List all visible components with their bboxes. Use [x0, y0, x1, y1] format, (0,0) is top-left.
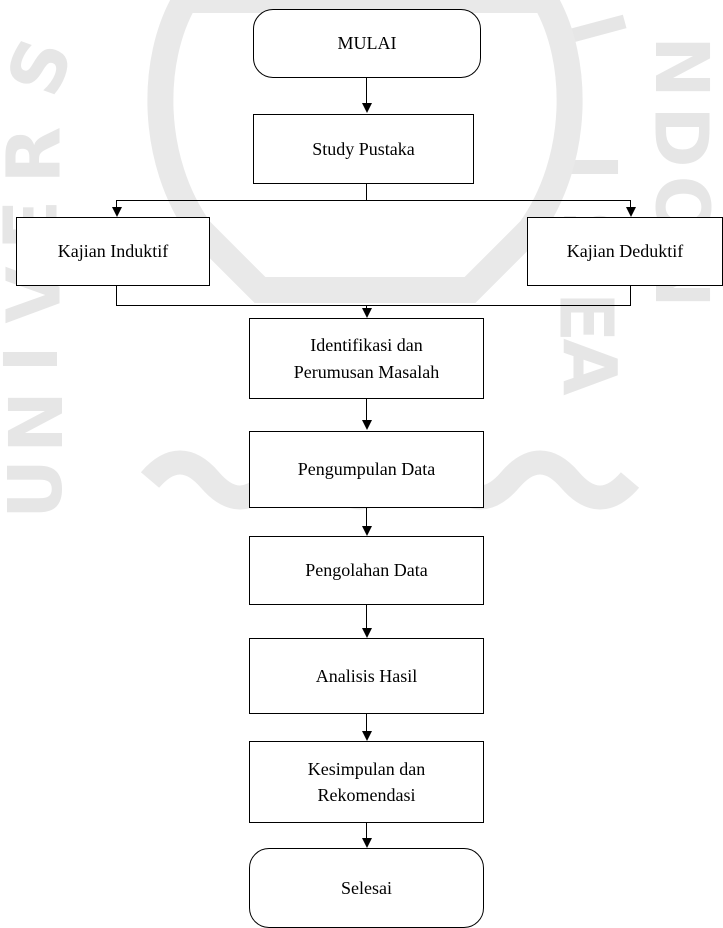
connector-analisis-kesimpulan: [366, 714, 367, 731]
pengumpulan-data-box: Pengumpulan Data: [249, 431, 484, 508]
arrow-head: [362, 628, 372, 638]
connector-to-deduktif: [630, 200, 631, 208]
connector-pengumpulan-pengolahan: [366, 508, 367, 526]
start-terminal: MULAI: [253, 9, 481, 78]
connector-to-induktif: [116, 200, 117, 208]
end-terminal: Selesai: [249, 848, 484, 928]
connector-merge-horizontal: [116, 305, 630, 306]
arrow-head: [362, 308, 372, 318]
kajian-induktif-box: Kajian Induktif: [16, 217, 210, 286]
connector-kesimpulan-selesai: [366, 823, 367, 838]
kesimpulan-box: Kesimpulan dan Rekomendasi: [249, 741, 484, 823]
pengolahan-data-box: Pengolahan Data: [249, 536, 484, 605]
arrow-head: [362, 103, 372, 113]
arrow-head: [362, 526, 372, 536]
kajian-deduktif-box: Kajian Deduktif: [527, 217, 723, 286]
connector-study-split: [366, 184, 367, 201]
arrow-head: [626, 207, 636, 217]
connector-pengolahan-analisis: [366, 605, 367, 628]
connector-induktif-down: [116, 286, 117, 306]
identifikasi-box: Identifikasi dan Perumusan Masalah: [249, 318, 484, 399]
study-pustaka-box: Study Pustaka: [253, 114, 474, 184]
analisis-hasil-box: Analisis Hasil: [249, 638, 484, 714]
connector-identifikasi-pengumpulan: [366, 399, 367, 420]
arrow-head: [362, 420, 372, 430]
connector-merge-identifikasi: [366, 305, 367, 309]
arrow-head: [362, 731, 372, 741]
connector-deduktif-down: [630, 286, 631, 306]
arrow-head: [112, 207, 122, 217]
connector-start-study: [366, 78, 367, 106]
connector-split-horizontal: [116, 200, 630, 201]
arrow-head: [362, 838, 372, 848]
